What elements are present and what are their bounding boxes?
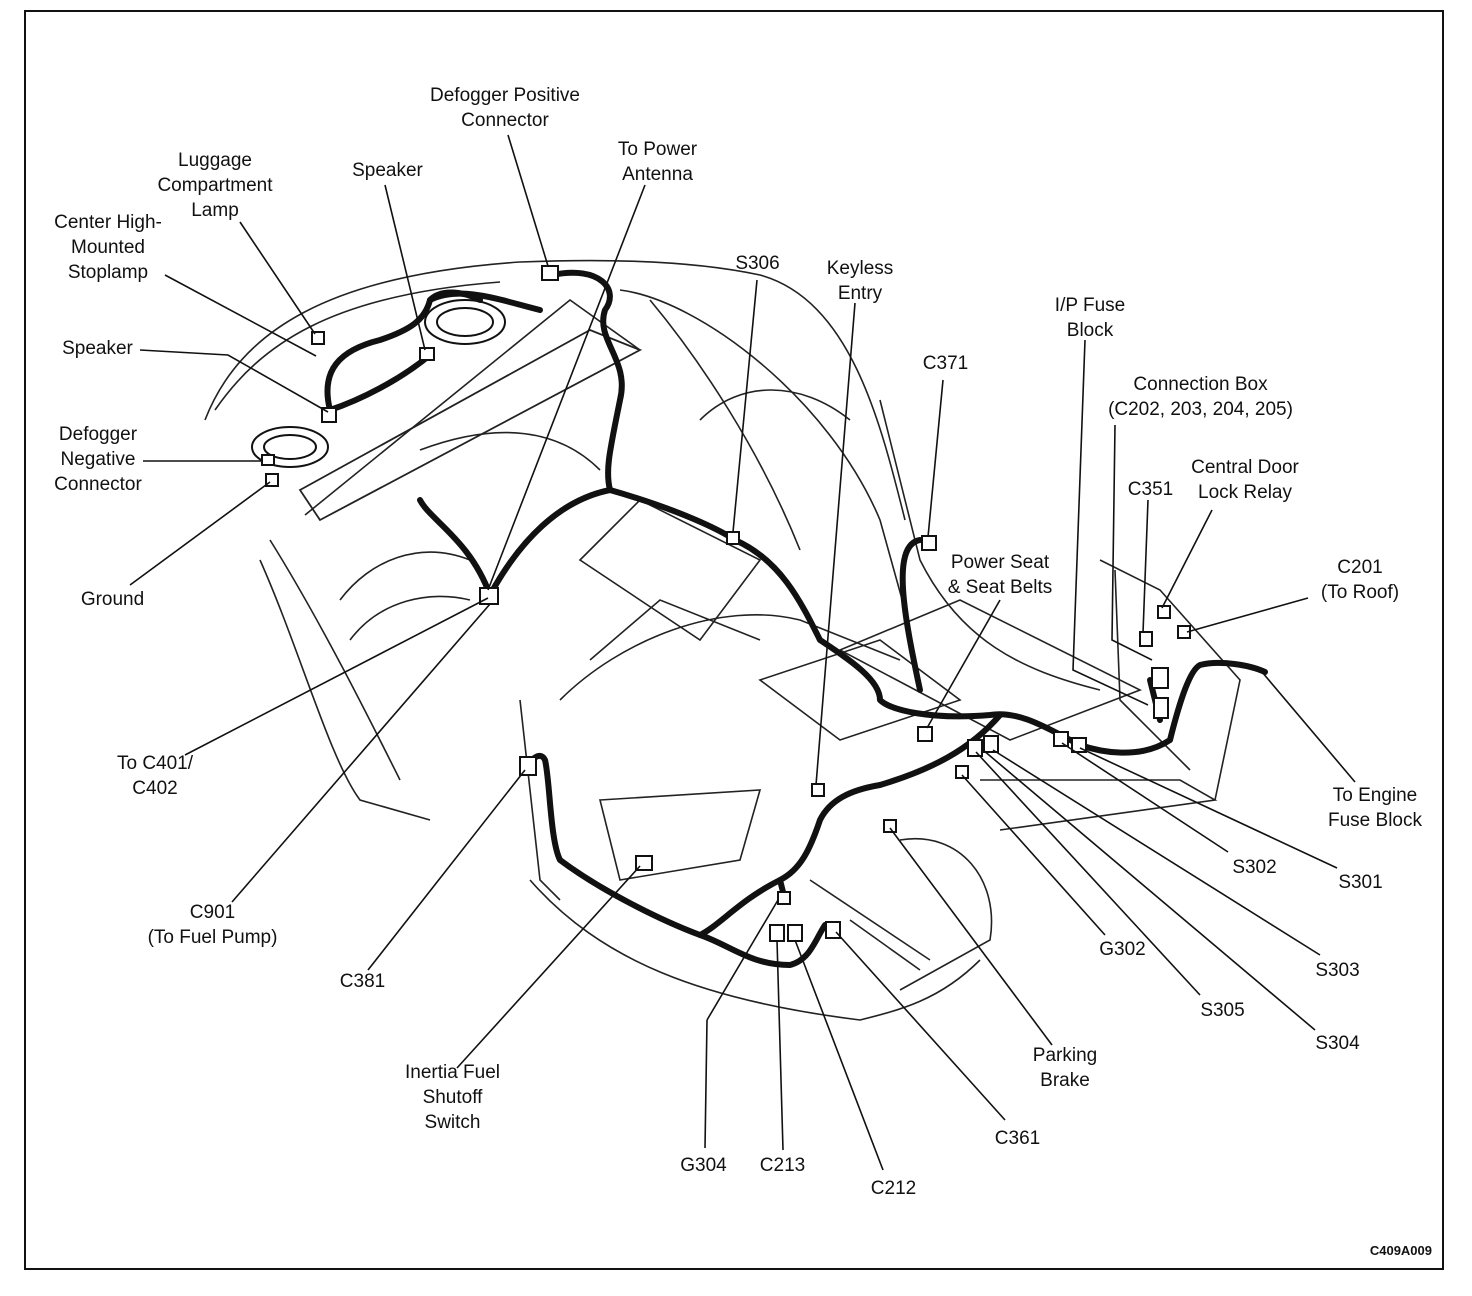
label-c212: C212 (870, 1178, 917, 1199)
label-g304: G304 (680, 1155, 727, 1176)
label-power-seat-seat-belts: Power Seat& Seat Belts (947, 552, 1053, 598)
label-c361: C361 (994, 1128, 1041, 1149)
label-c201-to-roof: C201(To Roof) (1320, 557, 1400, 603)
label-g302: G302 (1099, 939, 1146, 960)
label-s305: S305 (1200, 1000, 1245, 1021)
label-c381: C381 (339, 971, 386, 992)
label-s303: S303 (1315, 960, 1360, 981)
connector-blocks (261, 265, 1191, 942)
label-s306: S306 (735, 253, 780, 274)
label-speaker-left: Speaker (62, 338, 133, 359)
label-c901-to-fuel-pump: C901(To Fuel Pump) (147, 902, 278, 948)
body-outline (204, 259, 1241, 1021)
label-s302: S302 (1232, 857, 1277, 878)
leader-lines (129, 134, 1356, 1171)
label-s304: S304 (1315, 1033, 1360, 1054)
main-harness (324, 269, 1268, 968)
label-to-c401-c402: To C401/C402 (116, 753, 194, 799)
label-s301: S301 (1338, 872, 1383, 893)
package-shelf (298, 329, 643, 522)
label-speaker-top: Speaker (352, 160, 423, 181)
speaker-shapes (251, 299, 506, 468)
label-c213: C213 (759, 1155, 806, 1176)
label-connection-box: Connection Box(C202, 203, 204, 205) (1108, 374, 1293, 420)
figure-code: C409A009 (1369, 1243, 1432, 1258)
label-c371: C371 (922, 353, 969, 374)
label-ground: Ground (80, 589, 145, 610)
diagram-frame (24, 10, 1444, 1270)
label-c351: C351 (1127, 479, 1174, 500)
